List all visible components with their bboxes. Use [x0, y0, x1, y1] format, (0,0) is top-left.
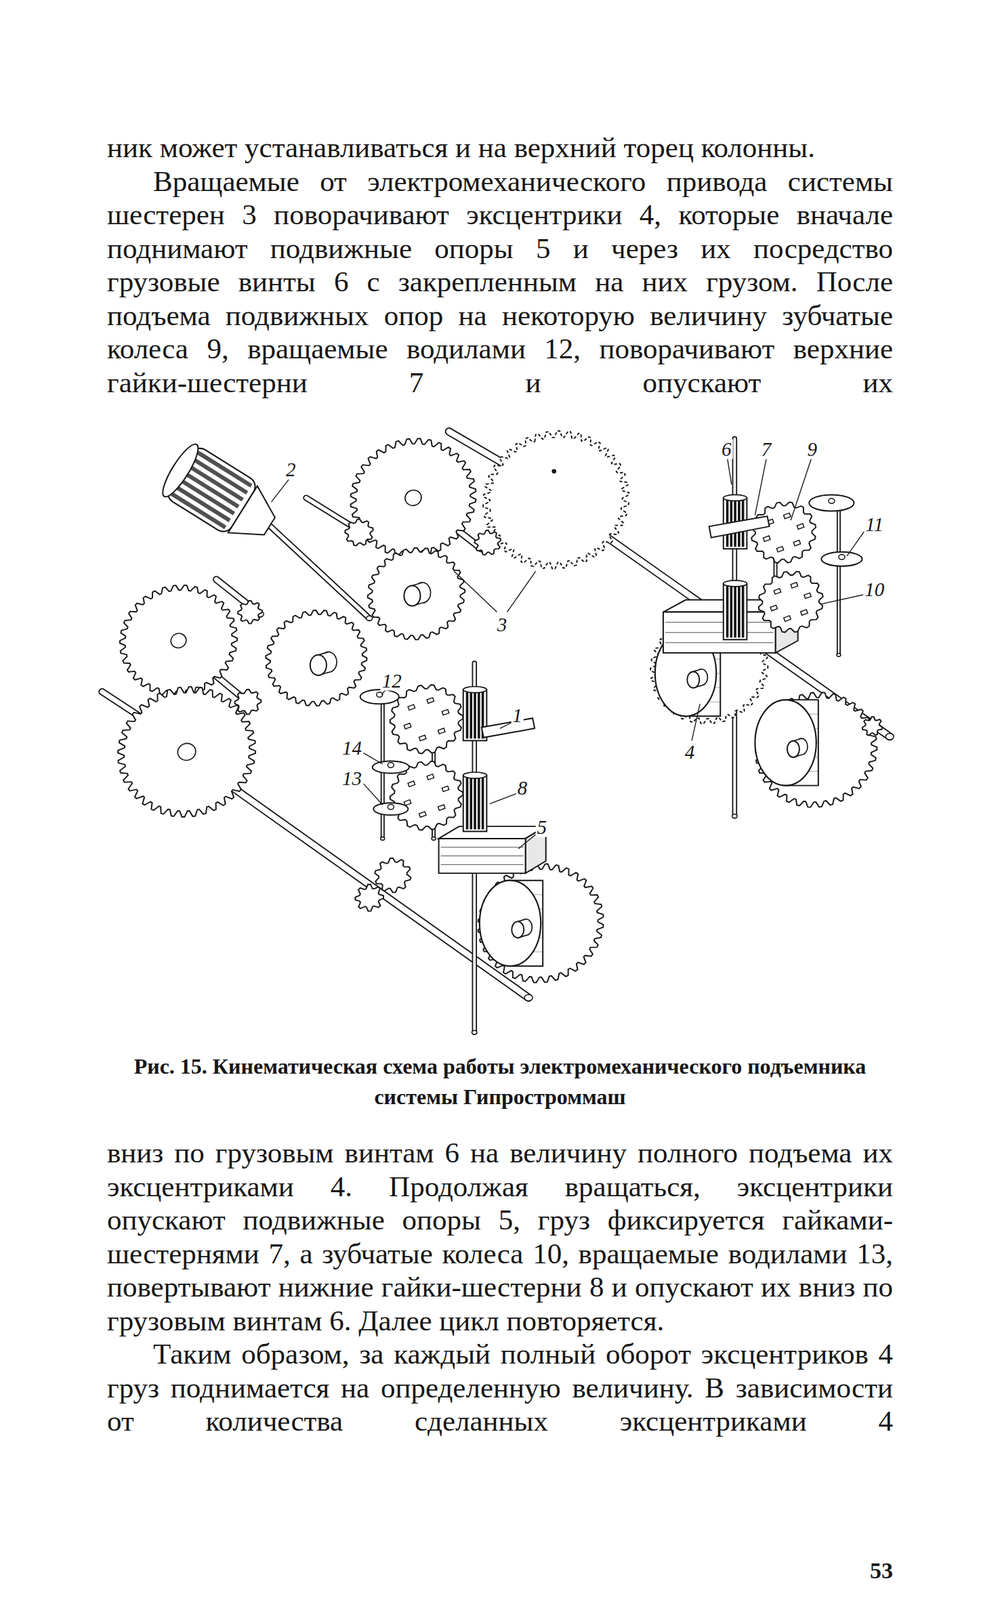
gear-wheel — [252, 596, 381, 721]
gear-wheel — [355, 534, 478, 654]
center-dot — [551, 468, 557, 474]
callout-number: 8 — [516, 777, 530, 798]
hub-cylinder — [787, 738, 808, 758]
leader-line — [518, 834, 536, 849]
carrier-hub — [387, 762, 394, 769]
gear-wheel — [235, 597, 265, 627]
gear-wheel — [750, 562, 832, 641]
leader-line — [754, 459, 767, 516]
callout-number: 5 — [535, 817, 549, 838]
gear-wheel — [471, 527, 505, 559]
page-number: 53 — [869, 1559, 893, 1583]
text-block: ник может устанавливаться и на верхний т… — [107, 130, 893, 400]
support-plate — [709, 516, 770, 538]
shaft — [836, 497, 841, 657]
callout-number: 11 — [863, 514, 885, 535]
hatch — [665, 642, 774, 643]
leader-line — [271, 479, 290, 503]
leader-line — [453, 571, 497, 612]
figure-group — [99, 410, 894, 1035]
leader-line — [506, 571, 536, 612]
body-paragraph: Вращаемые от электромеханического привод… — [107, 164, 893, 400]
leader-line — [691, 703, 700, 741]
callout-number: 10 — [863, 579, 886, 600]
leader-line — [363, 783, 383, 806]
carrier-disk — [360, 689, 400, 704]
hatch — [665, 621, 774, 623]
block-face — [663, 612, 776, 654]
callout-number: 3 — [495, 614, 509, 635]
callout-number: 13 — [340, 768, 364, 789]
body-paragraph: вниз по грузовым винтам 6 на величину по… — [107, 1136, 893, 1338]
shaft — [186, 754, 534, 1001]
body-paragraph: Таким образом, за каждый полный оборот э… — [107, 1337, 893, 1439]
leader-line — [790, 459, 811, 521]
gear-wheel — [351, 880, 387, 915]
gear-wheel — [231, 686, 265, 718]
hatch — [441, 855, 524, 857]
carrier-hub — [828, 498, 835, 505]
gear-wheel — [341, 515, 378, 551]
callout-number: 2 — [284, 459, 298, 479]
callout-number: 1 — [510, 705, 524, 725]
callout-number: 12 — [380, 670, 404, 691]
hatch — [441, 846, 524, 848]
carrier-disk — [372, 760, 410, 774]
gear-wheel — [463, 410, 649, 590]
nut-gear — [723, 580, 748, 640]
gear-wheel — [99, 668, 274, 837]
leader-line — [489, 794, 517, 805]
gear-wheel — [739, 675, 893, 825]
block-face — [439, 838, 526, 874]
support-plate — [481, 718, 535, 738]
leader-line — [727, 459, 732, 486]
eccentric-drum — [479, 880, 543, 967]
carrier-disk — [808, 494, 854, 511]
hub-cylinder — [310, 651, 337, 676]
carrier-hub — [387, 804, 394, 810]
electric-motor — [157, 440, 286, 553]
carrier-disk — [373, 802, 408, 816]
leader-line — [846, 531, 865, 557]
figure-caption: Рис. 15. Кинематическая схема работы эле… — [127, 1051, 873, 1113]
callout-number: 4 — [683, 741, 697, 762]
callout-number: 9 — [806, 439, 820, 459]
carrier-hub — [838, 554, 845, 561]
carrier-disk — [821, 552, 862, 567]
hub-cylinder — [511, 919, 532, 939]
callout-number: 6 — [720, 439, 734, 459]
hatch — [665, 632, 774, 633]
callout-number: 14 — [340, 737, 364, 758]
text-block: вниз по грузовым винтам 6 на величину по… — [107, 1136, 893, 1439]
hub-cylinder — [403, 582, 431, 607]
gear-wheel — [380, 751, 473, 841]
gear-wheel — [859, 714, 885, 739]
leader-line — [363, 752, 383, 765]
hatch — [441, 864, 524, 866]
body-paragraph: ник может устанавливаться и на верхний т… — [107, 130, 893, 165]
hub-cylinder — [686, 669, 708, 689]
nut-gear — [463, 772, 488, 832]
eccentric-drum — [754, 699, 818, 786]
leader-line — [381, 689, 386, 696]
leader-line — [821, 594, 864, 605]
callout-number: 7 — [760, 439, 774, 459]
